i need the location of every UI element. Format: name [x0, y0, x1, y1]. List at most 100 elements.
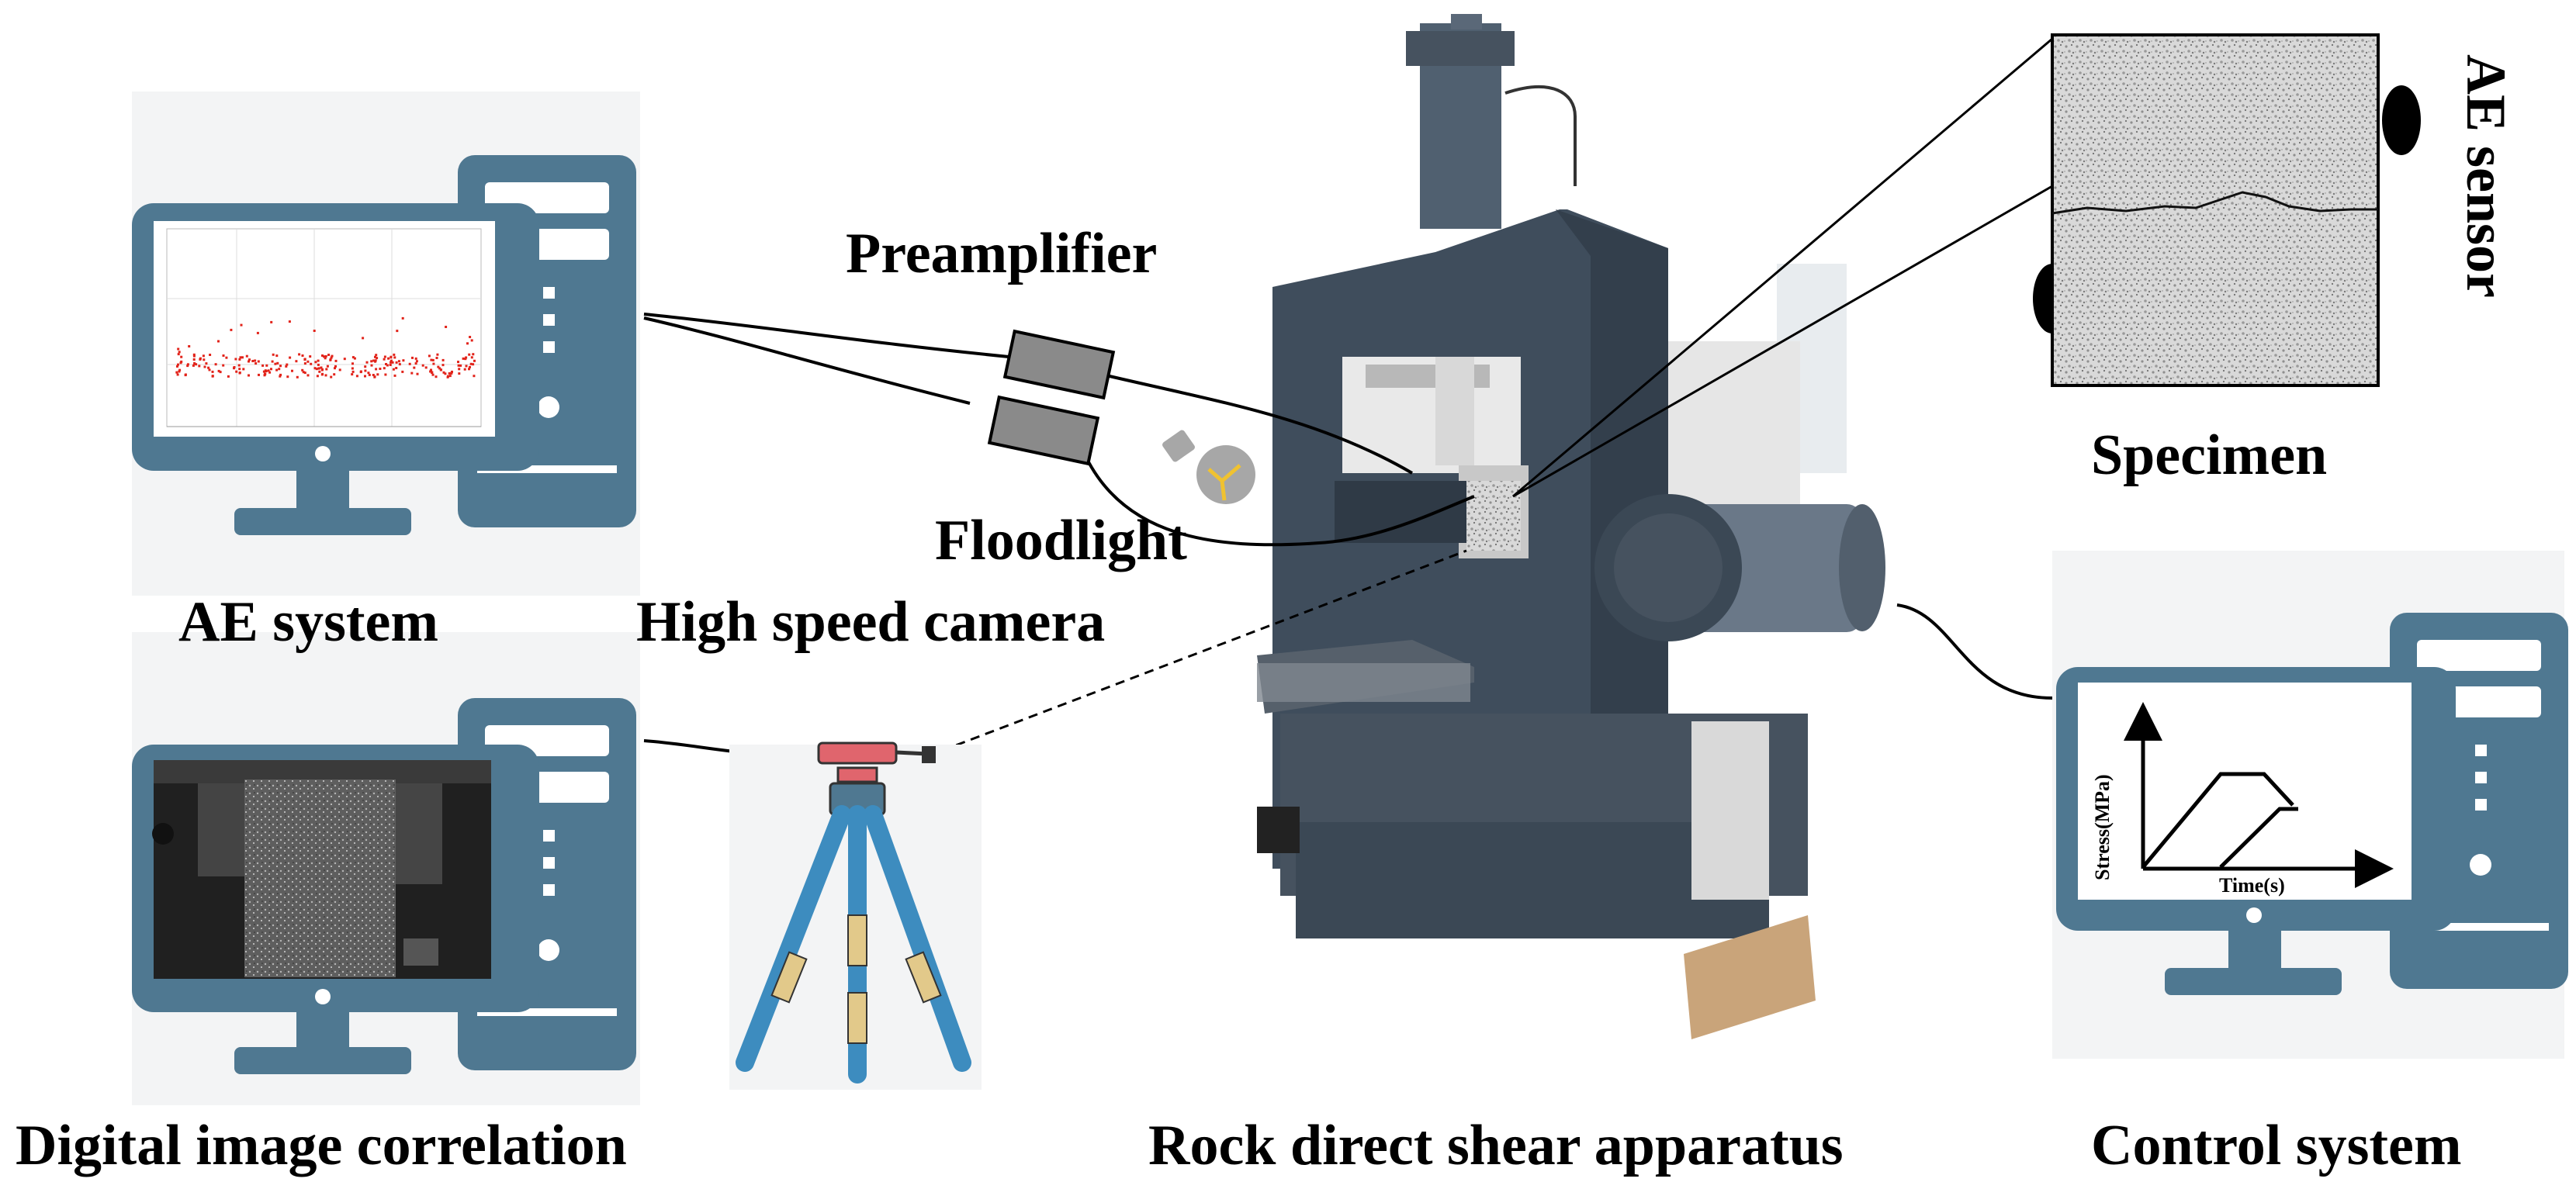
stress-time-chart: Stress(MPa) Time(s): [2091, 702, 2394, 897]
ae-plot: [166, 228, 482, 427]
ae-hit-dot: [214, 363, 217, 366]
ae-hit-dot: [306, 360, 310, 363]
ae-hit-dot: [325, 368, 328, 371]
ae-hit-dot: [267, 369, 270, 372]
ae-hit-dot: [441, 364, 445, 367]
ae-hit-dot: [245, 354, 248, 358]
ae-hit-dot: [370, 360, 373, 363]
ae-hit-dot: [413, 366, 416, 369]
specimen-pointer-1: [1512, 37, 2053, 498]
ae-hit-dot: [211, 375, 214, 378]
ae-hit-dot: [375, 354, 378, 357]
ae-hit-dot: [275, 354, 279, 358]
ae-hit-dot: [351, 373, 354, 376]
ae-hit-dot: [203, 365, 206, 368]
ae-hit-dot: [264, 372, 267, 375]
ae-hit-dot: [301, 368, 304, 372]
ae-hit-dot: [333, 373, 336, 376]
specimen-crack: [2051, 191, 2378, 215]
ae-hit-dot: [175, 371, 178, 374]
stress-curve-2: [2219, 807, 2298, 869]
ae-hit-dot: [383, 358, 386, 361]
ae-hit-dot: [457, 364, 460, 367]
ae-hit-dot: [414, 357, 417, 360]
ae-hit-dot: [186, 363, 189, 366]
ae-hit-dot: [192, 354, 196, 358]
dic-speckle-specimen: [244, 779, 396, 977]
ae-hit-dot: [251, 360, 254, 362]
ae-hit-dot: [285, 365, 288, 368]
ae-hit-dot: [279, 373, 282, 376]
ae-hit-dot: [334, 367, 336, 370]
ae-hit-dot: [472, 363, 475, 366]
ae-hit-dot: [188, 345, 191, 347]
ae-hit-dot: [303, 362, 306, 365]
ae-hit-dot: [176, 365, 178, 368]
ae-hit-dot: [343, 358, 346, 361]
ae-hit-dot: [430, 368, 432, 372]
ae-hit-dot: [401, 370, 404, 373]
ae-hit-dot: [240, 323, 243, 327]
tripod-camera-icon: [729, 741, 982, 1090]
label-dic: Digital image correlation: [16, 1114, 627, 1177]
ae-hit-dot: [238, 368, 241, 371]
ae-hit-dot: [390, 359, 393, 362]
ae-hit-dot: [257, 360, 260, 363]
label-preamplifier: Preamplifier: [846, 222, 1158, 285]
ae-hit-dot: [298, 353, 301, 356]
ae-hit-dots: [175, 316, 476, 378]
ae-hit-dot: [313, 367, 317, 370]
ae-hit-dot: [391, 361, 394, 364]
ae-hit-dot: [291, 369, 293, 372]
label-ae-sensor: AE sensor: [2455, 54, 2517, 299]
ae-hit-dot: [464, 358, 467, 361]
ae-hit-dot: [410, 372, 414, 375]
ae-hit-dot: [272, 353, 275, 356]
ae-hit-dot: [376, 357, 379, 360]
ae-hit-dot: [351, 362, 354, 365]
ae-hit-dot: [207, 366, 210, 369]
ae-hit-dot: [364, 365, 367, 368]
ae-hit-dot: [270, 320, 273, 323]
ae-hit-dot: [320, 366, 323, 369]
ae-hit-dot: [195, 363, 198, 366]
ae-hit-dot: [473, 375, 476, 378]
ae-hit-dot: [254, 359, 257, 362]
ae-hit-dot: [396, 330, 399, 333]
ae-hit-dot: [248, 358, 251, 361]
ae-hit-dot: [393, 353, 396, 356]
ae-hit-dot: [351, 370, 355, 373]
ae-hit-dot: [379, 368, 382, 370]
ae-hit-dot: [365, 361, 369, 364]
ae-hit-dot: [192, 353, 196, 356]
label-apparatus: Rock direct shear apparatus: [1148, 1114, 1844, 1177]
ae-hit-dot: [321, 354, 324, 357]
ae-hit-dot: [193, 362, 196, 365]
ae-hit-dot: [286, 375, 289, 378]
chart-xlabel: Time(s): [2219, 874, 2285, 897]
ae-hit-dot: [390, 361, 393, 364]
ae-hit-dot: [270, 368, 272, 371]
ae-hit-dot: [431, 371, 434, 374]
ae-hit-dot: [256, 331, 259, 334]
ae-hit-dot: [374, 360, 377, 363]
ae-hit-dot: [374, 355, 376, 358]
ae-hit-dot: [178, 368, 182, 372]
ae-hit-dot: [437, 365, 440, 368]
ae-hit-dot: [451, 370, 453, 373]
ae-hit-dot: [268, 371, 272, 374]
ae-hit-dot: [472, 353, 475, 356]
ae-hit-dot: [392, 368, 395, 371]
ae-hit-dot: [310, 362, 313, 365]
ae-hit-dot: [353, 357, 356, 360]
ae-hit-dot: [177, 347, 180, 351]
ae-hit-dot: [222, 364, 225, 367]
ae-hit-dot: [383, 355, 386, 358]
ae-hit-dot: [324, 357, 327, 360]
specimen-pointer-2: [1512, 185, 2053, 498]
ae-hit-dot: [351, 356, 355, 359]
ae-hit-dot: [468, 353, 471, 356]
ae-hit-dot: [324, 355, 327, 358]
ae-hit-dot: [351, 367, 354, 370]
ae-hit-dot: [386, 364, 389, 367]
